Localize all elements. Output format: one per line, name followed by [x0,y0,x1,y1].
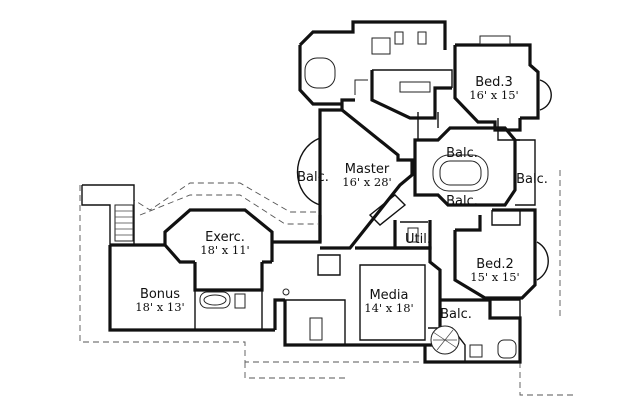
bonus-size: 18' x 13' [135,300,184,314]
stair-left [114,204,134,242]
exercise-name: Exerc. [205,230,245,245]
media-size: 14' x 18' [364,301,413,315]
center-balcony-right-label: Balc. [516,172,548,187]
room-labels: Bed.3 16' x 15' Master 16' x 28' Balc. B… [135,75,548,322]
center-lounge [413,112,536,207]
bonus-wing [81,184,275,332]
media-name: Media [369,288,408,303]
center-balcony-bottom-label: Balc. [446,194,478,209]
bed2-size: 15' x 15' [470,270,519,284]
utility-name: Util. [405,232,431,247]
lower-balcony [423,298,522,364]
center-balcony-top-label: Balc. [446,146,478,161]
bonus-name: Bonus [140,287,180,302]
master-size: 16' x 28' [342,175,391,189]
hall [272,215,346,347]
bed2-name: Bed.2 [476,257,514,272]
exercise-room [163,208,274,330]
bedroom-3 [453,35,552,141]
master-suite [296,20,453,250]
lower-balcony-label: Balc. [440,307,472,322]
master-name: Master [345,162,390,177]
exercise-size: 18' x 11' [200,243,249,257]
bed3-size: 16' x 15' [469,88,518,102]
bedroom-2 [453,208,549,300]
bed3-name: Bed.3 [475,75,513,90]
master-balcony-label: Balc. [297,170,329,185]
